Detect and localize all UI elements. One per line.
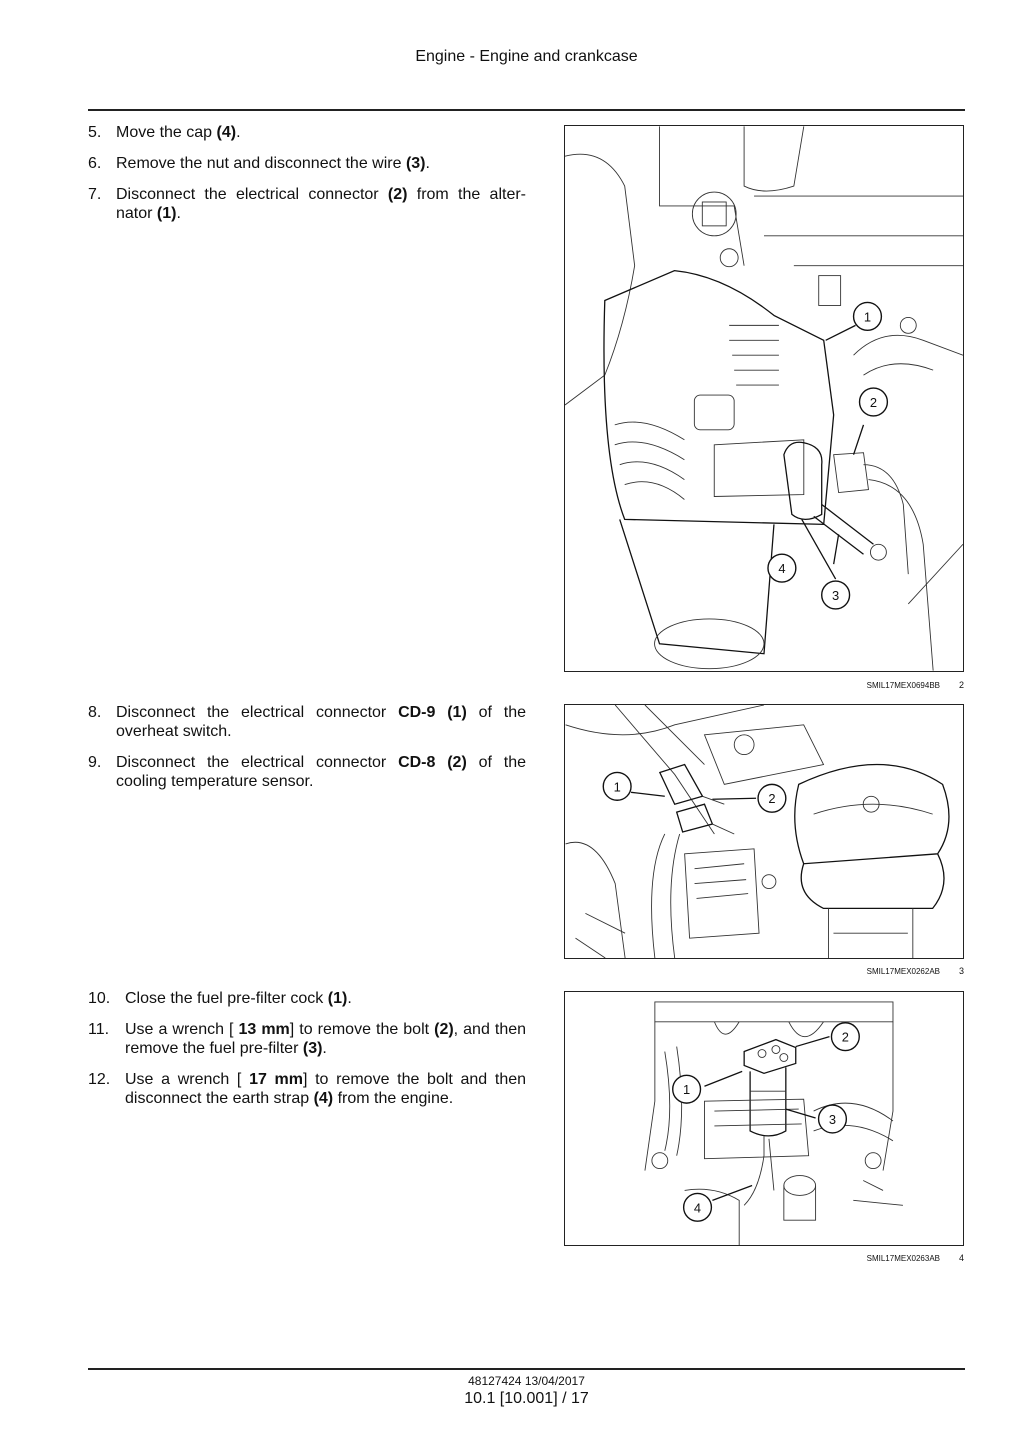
svg-text:1: 1 [864,309,871,324]
text-run: . [322,1040,327,1057]
figure-number: 3 [958,966,964,976]
bold-reference: CD-9 (1) [398,704,467,721]
figure-caption: SMIL17MEX0694BB 2 [564,680,964,690]
text-run: . [425,155,430,172]
figure-code: SMIL17MEX0262AB [866,967,940,976]
callout-2: 2 [858,387,889,417]
callout-2: 2 [757,783,787,813]
bold-reference: (2) [434,1021,454,1038]
svg-text:4: 4 [694,1200,701,1215]
step-text: Move the cap (4). [116,123,526,142]
bold-reference: (2) [387,186,408,203]
step-text: Use a wrench [ 13 mm] to remove the bolt… [125,1020,526,1058]
callout-3: 3 [821,580,851,610]
text-run: of the cooling temperature sensor. [116,754,526,790]
text-run: from the alter-nator [116,186,526,222]
callout-1: 1 [852,301,883,332]
step-number: 7. [88,186,102,203]
bold-reference: CD-8 (2) [398,754,467,771]
svg-text:2: 2 [842,1030,849,1045]
text-run: Use a wrench [ [125,1021,239,1038]
step-list: 10. Close the fuel pre-filter cock (1). … [88,989,526,1120]
fuel-prefilter-illustration: 1 2 3 4 [564,991,964,1246]
step-text: Use a wrench [ 17 mm] to remove the bolt… [125,1070,526,1108]
prefilter-drawing: 1 2 3 4 [644,1001,903,1245]
step-number: 10. [88,990,111,1007]
step-number: 9. [88,754,102,771]
svg-text:3: 3 [832,588,839,603]
figure-code: SMIL17MEX0694BB [866,681,940,690]
sensor-drawing: 1 2 [565,705,950,958]
step-text: Close the fuel pre-filter cock (1). [125,989,526,1008]
bold-reference: (4) [313,1090,334,1107]
text-run: . [347,990,352,1007]
text-run: . [176,205,181,222]
sensor-connectors-illustration: 1 2 [564,704,964,959]
step-item: 6. Remove the nut and disconnect the wir… [88,154,526,173]
footer-page-number: 10.1 [10.001] / 17 [464,1390,589,1407]
svg-text:4: 4 [778,561,785,576]
footer-document-id: 48127424 13/04/2017 [468,1374,585,1388]
bold-reference: (1) [156,205,177,222]
step-item: 10. Close the fuel pre-filter cock (1). [88,989,526,1008]
step-item: 11. Use a wrench [ 13 mm] to remove the … [88,1020,526,1058]
step-number: 12. [88,1071,111,1088]
callout-2: 2 [830,1022,860,1052]
figure-caption: SMIL17MEX0263AB 4 [564,1253,964,1263]
figure-number: 2 [958,680,964,690]
svg-text:2: 2 [768,791,775,806]
alternator-drawing: 1 2 3 4 [565,126,963,671]
step-item: 8. Disconnect the electrical connector C… [88,703,526,741]
svg-text:1: 1 [614,779,621,794]
step-text: Disconnect the electrical connector CD-9… [116,703,526,741]
callout-4: 4 [682,1192,713,1222]
svg-text:2: 2 [870,395,877,410]
text-run: Disconnect the electrical connector [116,186,388,203]
text-run: , and then remove the fuel pre-filter [125,1021,527,1057]
text-run: . [236,124,241,141]
step-number: 8. [88,704,102,721]
step-number: 6. [88,155,102,172]
callout-1: 1 [672,1074,702,1104]
bold-reference: (4) [216,124,237,141]
callout-4: 4 [767,553,797,583]
figure-caption: SMIL17MEX0262AB 3 [564,966,964,976]
text-run: of the overheat switch. [116,704,526,740]
text-run: Disconnect the electrical connector [116,754,399,771]
step-number: 11. [88,1021,110,1038]
figure-code: SMIL17MEX0263AB [866,1254,940,1263]
step-list: 5. Move the cap (4). 6. Remove the nut a… [88,123,526,235]
text-run: Use a wrench [ [125,1071,250,1088]
bold-reference: (3) [405,155,426,172]
text-run: Remove the nut and disconnect the wire [116,155,406,172]
step-number: 5. [88,124,102,141]
callout-1: 1 [602,771,632,801]
callout-3: 3 [817,1104,848,1134]
step-text: Disconnect the electrical connector (2) … [116,185,526,223]
header-rule [88,109,965,111]
svg-text:1: 1 [683,1082,690,1097]
footer-rule [88,1368,965,1370]
svg-text:3: 3 [829,1112,836,1127]
step-list: 8. Disconnect the electrical connector C… [88,703,526,803]
text-run: Move the cap [116,124,217,141]
text-run: Close the fuel pre-filter cock [125,990,328,1007]
bold-reference: (3) [302,1040,323,1057]
text-run: from the engine. [333,1090,454,1107]
text-run: ] to remove the bolt and then disconnect… [125,1071,527,1107]
step-item: 7. Disconnect the electrical connector (… [88,185,526,223]
step-item: 12. Use a wrench [ 17 mm] to remove the … [88,1070,526,1108]
bold-reference: 17 mm [249,1071,303,1088]
step-item: 5. Move the cap (4). [88,123,526,142]
step-item: 9. Disconnect the electrical connector C… [88,753,526,791]
step-text: Disconnect the electrical connector CD-8… [116,753,526,791]
text-run: ] to remove the bolt [289,1021,435,1038]
bold-reference: 13 mm [238,1021,290,1038]
bold-reference: (1) [327,990,348,1007]
alternator-illustration: 1 2 3 4 [564,125,964,672]
figure-number: 4 [958,1253,964,1263]
text-run: Disconnect the electrical connector [116,704,399,721]
step-text: Remove the nut and disconnect the wire (… [116,154,526,173]
page-header-title: Engine - Engine and crankcase [415,48,638,65]
